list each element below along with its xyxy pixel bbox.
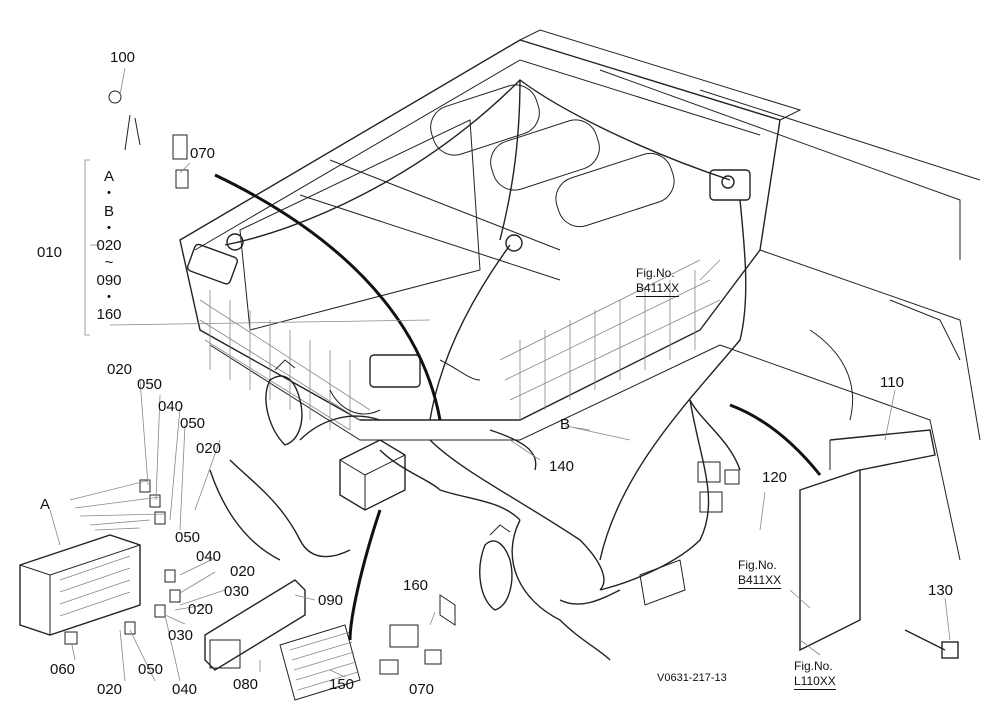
callout-140: 140 xyxy=(549,458,575,475)
callout-020: 020 xyxy=(230,563,256,580)
figure-reference: Fig.No. B411XX xyxy=(636,266,680,297)
figure-ref-label: Fig.No. xyxy=(794,659,833,673)
callout-040: 040 xyxy=(196,548,222,565)
set-list-item: B xyxy=(103,202,114,220)
callout-160: 160 xyxy=(403,577,429,594)
callout-010: 010 xyxy=(37,244,63,261)
set-list-item: ・ xyxy=(101,185,117,203)
set-list-item: ~ xyxy=(104,254,114,272)
callout-030: 030 xyxy=(224,583,250,600)
callout-020: 020 xyxy=(196,440,222,457)
callout-100: 100 xyxy=(110,49,136,66)
callout-110: 110 xyxy=(880,374,904,391)
leader-lines xyxy=(49,67,951,682)
set-list-item: A xyxy=(103,168,114,185)
figure-reference: Fig.No. B411XX xyxy=(738,558,782,589)
callout-030: 030 xyxy=(168,627,194,644)
set-list-item: ・ xyxy=(101,219,117,237)
set-list-item: 160 xyxy=(96,306,122,323)
callout-020: 020 xyxy=(188,601,214,618)
callout-040: 040 xyxy=(158,398,184,415)
set-list-item: 020 xyxy=(96,237,122,254)
callout-070: 070 xyxy=(409,681,435,698)
callout-150: 150 xyxy=(329,676,355,693)
callout-020: 020 xyxy=(107,361,133,378)
figure-reference: Fig.No. L110XX xyxy=(794,659,836,690)
callout-050: 050 xyxy=(137,376,163,393)
callout-130: 130 xyxy=(928,582,954,599)
machine-body xyxy=(179,29,981,561)
callout-050: 050 xyxy=(175,529,201,546)
callout-070: 070 xyxy=(190,145,216,162)
flow-arrows xyxy=(214,173,822,641)
set-list-item: ・ xyxy=(101,288,117,306)
set-list: A ・ B ・ 020 ~ 090 ・ 160 xyxy=(91,168,127,323)
figure-ref-label: Fig.No. xyxy=(738,558,777,572)
callout-060: 060 xyxy=(50,661,76,678)
components xyxy=(19,90,959,701)
callout-b: B xyxy=(560,416,571,433)
callout-090: 090 xyxy=(318,592,344,609)
set-list-item: 090 xyxy=(96,271,122,289)
drawing-code: V0631-217-13 xyxy=(657,672,727,684)
figure-ref-label: Fig.No. xyxy=(636,266,675,280)
callout-120: 120 xyxy=(762,469,788,486)
figure-ref-number: B411XX xyxy=(738,573,782,589)
callout-a: A xyxy=(40,496,51,513)
callout-080: 080 xyxy=(233,676,259,693)
figure-ref-number: B411XX xyxy=(636,281,680,297)
callout-050: 050 xyxy=(138,661,164,678)
callout-040: 040 xyxy=(172,681,198,698)
figure-ref-number: L110XX xyxy=(794,674,836,690)
callout-020: 020 xyxy=(97,681,123,698)
callout-050: 050 xyxy=(180,415,206,432)
